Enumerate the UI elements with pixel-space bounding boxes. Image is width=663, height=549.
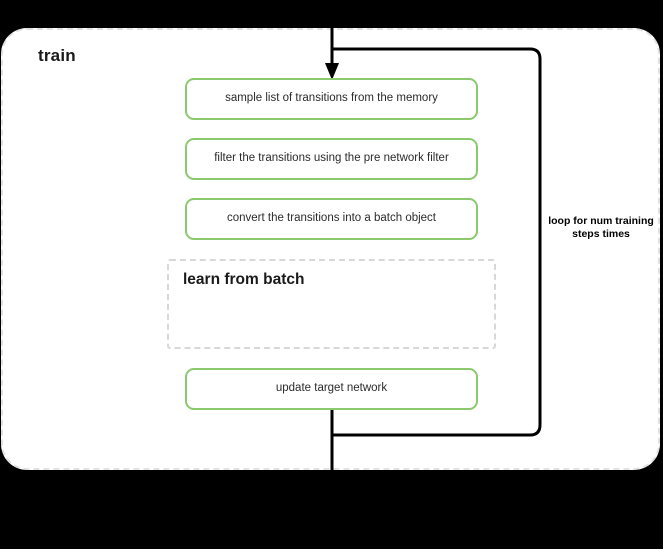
step-label: filter the transitions using the pre net… <box>214 152 449 165</box>
step-box-filter-transitions[interactable]: filter the transitions using the pre net… <box>185 138 478 180</box>
page-title: train <box>38 46 76 65</box>
sub-block-title: learn from batch <box>183 271 305 288</box>
step-box-convert-to-batch[interactable]: convert the transitions into a batch obj… <box>185 198 478 240</box>
step-label: update target network <box>275 382 388 395</box>
step-label: convert the transitions into a batch obj… <box>226 212 437 225</box>
sub-block-learn-from-batch[interactable]: learn from batch <box>167 259 496 349</box>
loop-annotation-label: loop for num training steps times <box>548 215 654 241</box>
step-box-update-target-network[interactable]: update target network <box>185 368 478 410</box>
step-box-sample-transitions[interactable]: sample list of transitions from the memo… <box>185 78 478 120</box>
step-label: sample list of transitions from the memo… <box>225 92 438 105</box>
